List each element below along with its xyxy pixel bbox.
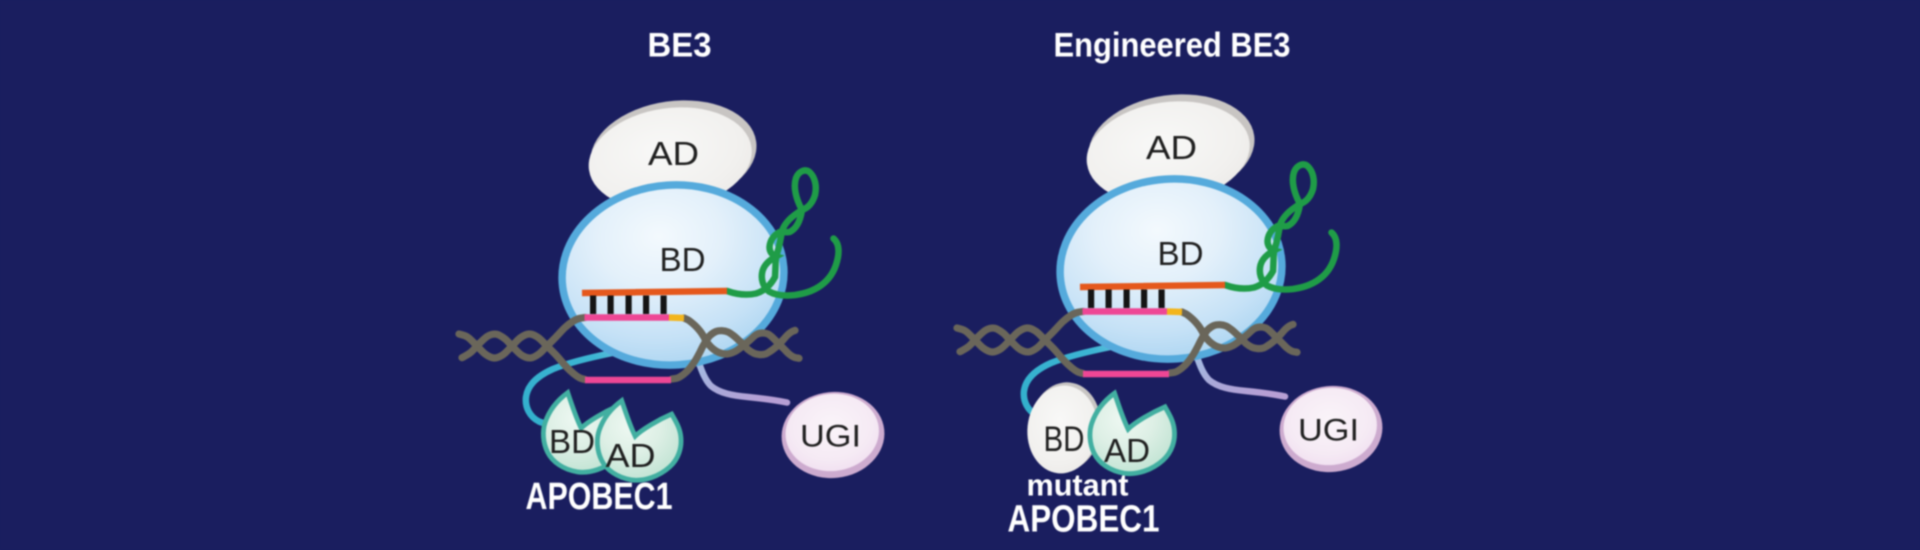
svg-text:BE3: BE3 bbox=[648, 27, 712, 65]
svg-text:BD: BD bbox=[1158, 235, 1204, 272]
svg-text:APOBEC1: APOBEC1 bbox=[526, 476, 673, 518]
svg-text:UGI: UGI bbox=[1298, 412, 1359, 448]
svg-text:APOBEC1: APOBEC1 bbox=[1008, 499, 1160, 541]
svg-text:BD: BD bbox=[1044, 420, 1085, 459]
svg-text:mutant: mutant bbox=[1027, 468, 1129, 503]
svg-text:AD: AD bbox=[606, 437, 656, 474]
svg-text:AD: AD bbox=[648, 135, 699, 172]
svg-text:BD: BD bbox=[660, 241, 706, 278]
svg-text:Engineered BE3: Engineered BE3 bbox=[1054, 27, 1291, 65]
svg-text:AD: AD bbox=[1146, 129, 1197, 166]
svg-text:AD: AD bbox=[1104, 432, 1150, 469]
svg-text:UGI: UGI bbox=[800, 418, 861, 454]
svg-text:BD: BD bbox=[549, 423, 595, 460]
